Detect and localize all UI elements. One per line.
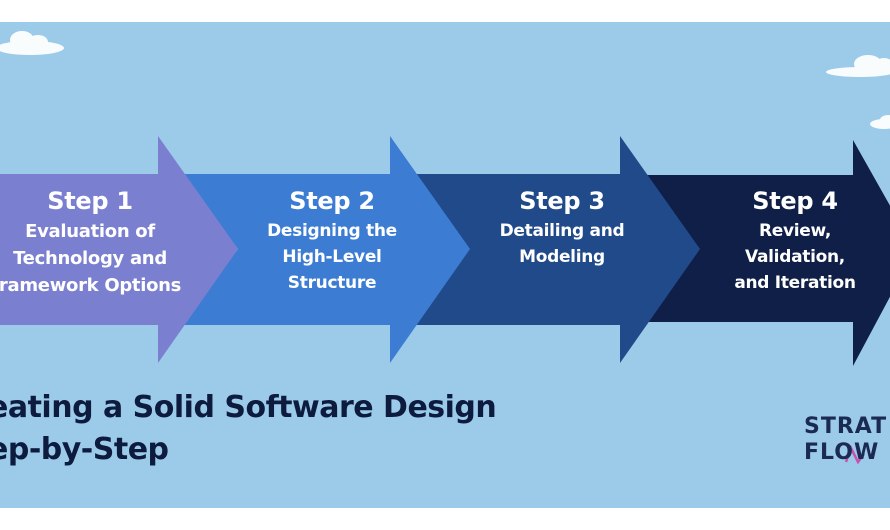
step-1-line-1: Evaluation of xyxy=(25,221,155,242)
heading-line-1: eating a Solid Software Design xyxy=(0,390,497,425)
step-1-title: Step 1 xyxy=(47,187,133,215)
step-4-line-1: Review, xyxy=(758,221,832,241)
step-2-title: Step 2 xyxy=(289,187,375,215)
arrows-layer xyxy=(0,31,890,465)
step-2-label: Step 2 Designing the High-Level Structur… xyxy=(232,186,432,296)
step-2-line-1: Designing the xyxy=(267,221,397,241)
logo-accent-icon xyxy=(844,444,865,465)
step-3-line-2: Modeling xyxy=(519,247,605,267)
step-1-label: Step 1 Evaluation of Technology and rame… xyxy=(0,186,190,299)
logo-line-1: STRAT xyxy=(804,414,888,439)
cloud-right-icon xyxy=(870,115,890,129)
logo-line-2: FLOW xyxy=(804,440,880,465)
step-3-title: Step 3 xyxy=(519,187,605,215)
step-2-line-3: Structure xyxy=(287,273,377,293)
step-4-title: Step 4 xyxy=(752,187,838,215)
step-1-arrow xyxy=(0,136,238,363)
step-2-line-2: High-Level xyxy=(282,247,382,267)
step-3-arrow xyxy=(412,136,700,363)
step-2-arrow xyxy=(182,136,470,363)
step-4-arrow xyxy=(646,140,890,366)
step-1-line-3: ramework Options xyxy=(0,275,182,296)
step-1-line-2: Technology and xyxy=(13,248,167,269)
step-3-line-1: Detailing and xyxy=(499,221,625,241)
step-3-label: Step 3 Detailing and Modeling xyxy=(462,186,662,270)
cloud-top-left-icon xyxy=(0,31,64,55)
step-4-line-3: and Iteration xyxy=(734,273,856,293)
cloud-top-right-icon xyxy=(826,55,890,77)
step-4-label: Step 4 Review, Validation, and Iteration xyxy=(695,186,890,296)
heading-line-2: ep-by-Step xyxy=(0,432,169,467)
step-4-line-2: Validation, xyxy=(745,247,845,267)
infographic-canvas: Step 1 Evaluation of Technology and rame… xyxy=(0,22,890,508)
